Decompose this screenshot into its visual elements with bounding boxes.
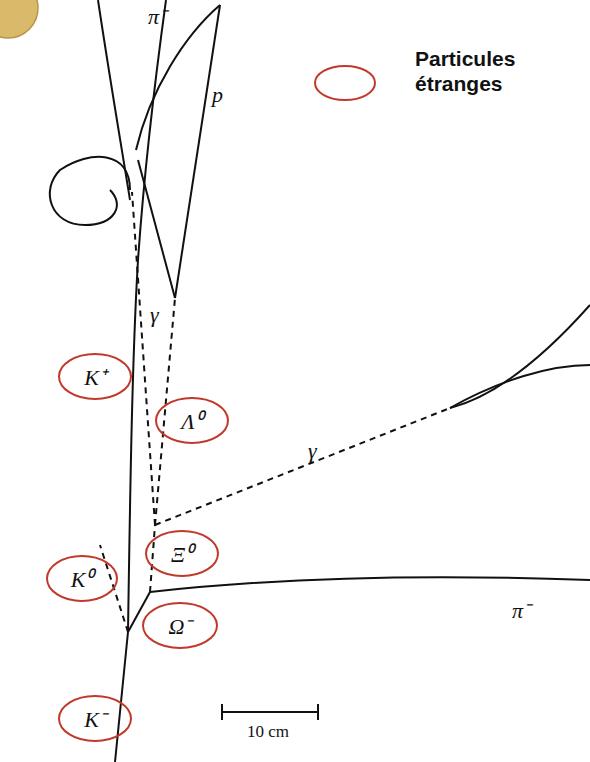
particle-label: p [212, 82, 223, 108]
particle-name: K⁺ [84, 361, 106, 391]
strange-particle-ellipse: Ω⁻ [142, 602, 218, 649]
particle-label: γ [150, 302, 159, 328]
legend-sample [315, 66, 375, 100]
particle-name: Ξ⁰ [171, 538, 193, 568]
particle-name: K⁻ [84, 703, 106, 733]
particle-label: γ [308, 438, 317, 464]
strange-particle-ellipse: Λ⁰ [155, 397, 229, 444]
strange-particle-ellipse: Ξ⁰ [145, 530, 219, 577]
strange-particle-ellipse: K⁺ [58, 353, 132, 400]
particle-name: K⁰ [71, 563, 94, 593]
strange-particle-ellipse: K⁰ [46, 555, 118, 602]
particle-label: π⁻ [148, 0, 166, 30]
scale-label: 10 cm [247, 722, 289, 742]
legend-text: Particules étranges [415, 46, 580, 96]
strange-particle-ellipse: K⁻ [58, 695, 132, 742]
particle-name: Λ⁰ [181, 405, 202, 435]
particle-label: π⁻ [512, 594, 530, 624]
particle-name: Ω⁻ [169, 610, 192, 640]
